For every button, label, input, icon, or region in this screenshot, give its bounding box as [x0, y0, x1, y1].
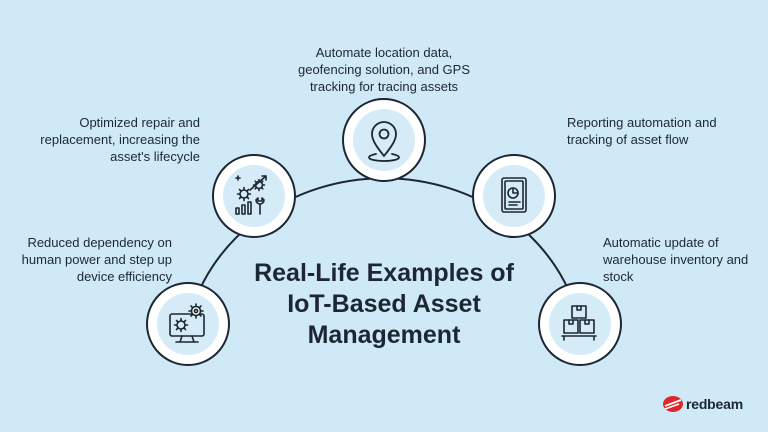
- item-label-warehouse-inventory: Automatic update of warehouse inventory …: [603, 235, 749, 284]
- monitor-gears-icon: [169, 303, 205, 343]
- item-node-device-efficiency: [146, 282, 230, 366]
- redbeam-logo-icon: [663, 396, 683, 412]
- gears-growth-chart-icon: [235, 175, 267, 215]
- item-label-reporting-automation: Reporting automation and tracking of ass…: [567, 115, 717, 147]
- brand-name: redbeam: [686, 396, 743, 412]
- item-label-location-tracking: Automate location data, geofencing solut…: [297, 45, 470, 94]
- location-pin-icon: [368, 121, 400, 162]
- item-label-repair-replacement: Optimized repair and replacement, increa…: [40, 115, 200, 164]
- infographic-title: Real-Life Examples of IoT-Based Asset Ma…: [254, 259, 514, 349]
- item-node-location-tracking: [342, 98, 426, 182]
- item-node-repair-replacement: [212, 154, 296, 238]
- item-node-reporting-automation: [472, 154, 556, 238]
- stacked-boxes-icon: [561, 305, 597, 341]
- report-pie-chart-icon: [501, 177, 527, 213]
- item-label-device-efficiency: Reduced dependency on human power and st…: [21, 235, 172, 284]
- item-node-warehouse-inventory: [538, 282, 622, 366]
